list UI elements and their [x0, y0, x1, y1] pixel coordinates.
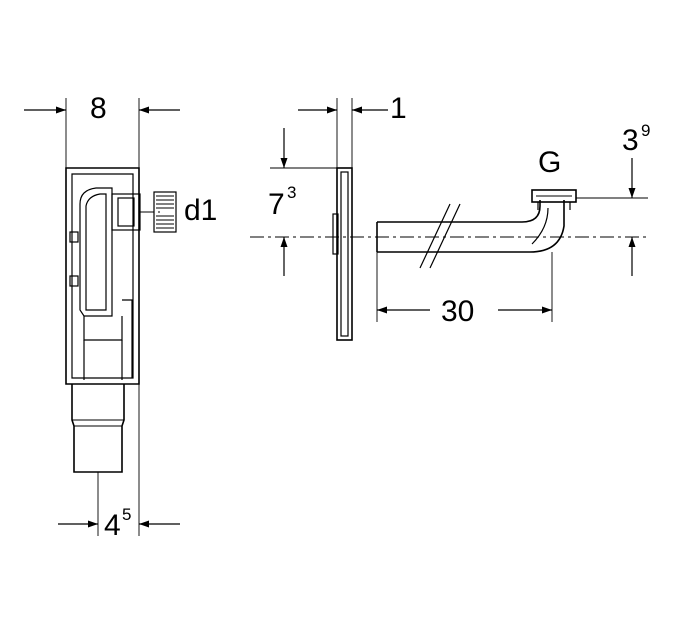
- pipe-break-1: [419, 203, 451, 269]
- dim-30-label: 30: [441, 295, 474, 328]
- lower-channel: [83, 316, 123, 341]
- siphon-inner-line: [85, 193, 107, 311]
- dim-45-sup: 5: [122, 505, 131, 524]
- connector-inner: [117, 197, 135, 227]
- pipe-break-2: [429, 203, 461, 269]
- dim-45-label: 4: [104, 509, 121, 542]
- dim-73-sup: 3: [287, 183, 296, 202]
- dim-39-sup: 9: [641, 121, 650, 140]
- siphon-body: [79, 187, 113, 317]
- outlet-pipe: [71, 384, 125, 473]
- dim-1-label: 1: [390, 92, 407, 125]
- drain-pipe: [377, 200, 565, 253]
- plate-clip: [332, 213, 339, 255]
- thread-g-label: G: [538, 146, 561, 179]
- lower-channel-right: [122, 299, 133, 378]
- plate-inner: [340, 171, 349, 337]
- connector-d1-label: d1: [184, 194, 217, 227]
- dim-39-label: 3: [622, 124, 639, 157]
- dim-8-label: 8: [90, 92, 107, 125]
- dim-73-label: 7: [268, 188, 285, 221]
- side-tab-lower: [69, 275, 79, 287]
- thread-fitting: [531, 189, 577, 203]
- connector-box: [111, 193, 141, 231]
- housing-inner-outline: [71, 173, 134, 379]
- side-tab-upper: [69, 231, 79, 243]
- mounting-plate: [336, 167, 353, 341]
- thread-stub: [153, 191, 177, 233]
- front-view: 8 d1 4 5: [24, 92, 217, 542]
- side-view: 1 7 3 G 3 9 30: [250, 92, 650, 341]
- lower-neck: [83, 340, 123, 380]
